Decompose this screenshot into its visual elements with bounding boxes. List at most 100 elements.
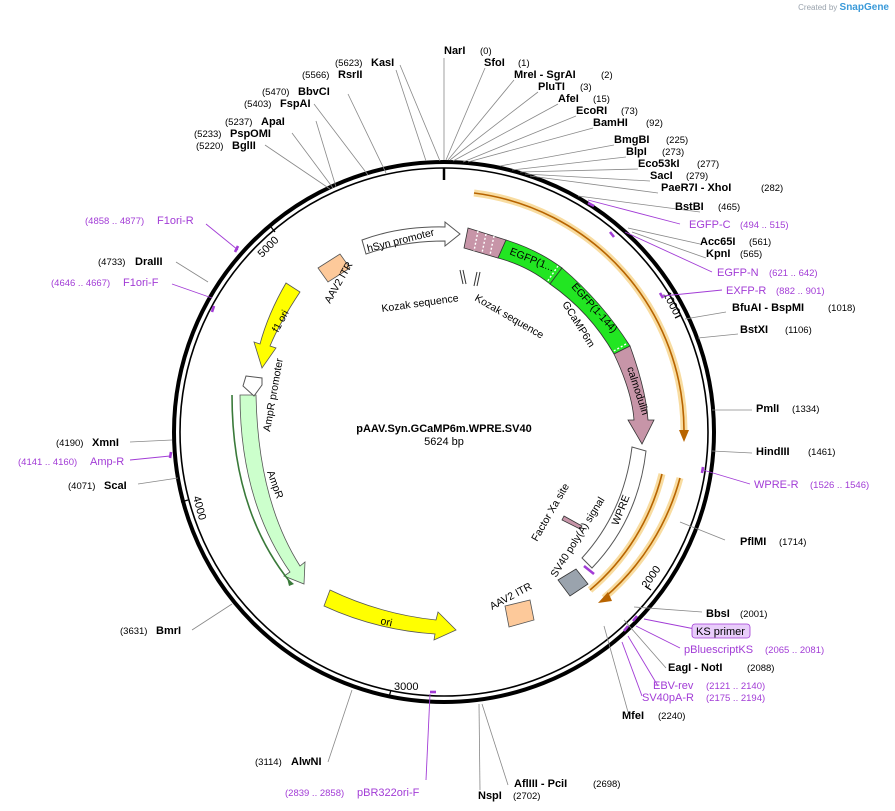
primer-egfp-n[interactable]: EGFP-N(621 .. 642) <box>717 267 818 279</box>
site-bstbi[interactable]: BstBI(465) <box>675 201 740 213</box>
primer-egfp-c[interactable]: EGFP-C(494 .. 515) <box>689 219 789 231</box>
primer-pbr322ori-f[interactable]: (2839 .. 2858)pBR322ori-F <box>285 787 420 799</box>
site-bamhi[interactable]: BamHI(92) <box>593 117 663 129</box>
primer-marks <box>168 201 705 694</box>
primer-ebv-rev[interactable]: EBV-rev (2121 .. 2140) <box>653 680 765 692</box>
site-bstxi[interactable]: BstXI(1106) <box>740 324 812 336</box>
svg-text:BmgBI: BmgBI <box>614 134 649 146</box>
site-saci[interactable]: SacI(279) <box>650 170 708 182</box>
svg-text:(277): (277) <box>697 159 719 170</box>
site-ecori[interactable]: EcoRI(73) <box>576 105 638 117</box>
svg-text:RsrII: RsrII <box>338 69 362 81</box>
svg-text:FspAI: FspAI <box>280 98 311 110</box>
site-draiii[interactable]: (4733) DraIII <box>98 256 163 268</box>
site-noti[interactable]: EagI - NotI(2088) <box>668 662 774 674</box>
site-nspi[interactable]: NspI (2702) <box>478 790 540 802</box>
svg-text:NspI: NspI <box>478 790 502 802</box>
feature-hsyn-promoter[interactable]: hSyn promoter <box>361 220 461 255</box>
site-hindiii[interactable]: HindIII(1461) <box>756 446 835 458</box>
svg-text:(882 .. 901): (882 .. 901) <box>776 286 825 297</box>
svg-text:AlwNI: AlwNI <box>291 756 322 768</box>
svg-text:(2839 .. 2858): (2839 .. 2858) <box>285 788 344 799</box>
svg-text:(2001): (2001) <box>740 609 767 620</box>
primer-leader-lines <box>129 199 751 781</box>
svg-text:(1526 .. 1546): (1526 .. 1546) <box>810 480 869 491</box>
svg-text:EBV-rev: EBV-rev <box>653 680 694 692</box>
svg-text:(2702): (2702) <box>513 791 540 802</box>
site-xhoi[interactable]: PaeR7I - XhoI(282) <box>661 182 783 194</box>
site-pmli[interactable]: PmlI(1334) <box>756 403 819 415</box>
primer-f1ori-r[interactable]: (4858 .. 4877)F1ori-R <box>85 215 194 227</box>
feature-itr-bottom[interactable]: AAV2 ITR <box>488 580 535 628</box>
svg-text:(5403): (5403) <box>244 99 271 110</box>
enzyme-labels: NarI(0) SfoI(1) MreI - SgrAI(2) PluTI(3)… <box>56 45 855 802</box>
svg-text:(621 .. 642): (621 .. 642) <box>769 268 818 279</box>
primer-amp-r[interactable]: (4141 .. 4160)Amp-R <box>18 456 124 468</box>
svg-text:BlpI: BlpI <box>626 146 647 158</box>
primer-sv40pa-r[interactable]: SV40pA-R(2175 .. 2194) <box>642 692 765 704</box>
snapgene-credit: Created by SnapGene <box>798 2 889 13</box>
tick-3000: 3000 <box>394 681 418 693</box>
primer-pbluescriptks[interactable]: pBluescriptKS(2065 .. 2081) <box>684 644 824 656</box>
site-pluti[interactable]: PluTI(3) <box>538 81 592 93</box>
feature-itr-top[interactable]: AAV2 ITR <box>317 253 356 306</box>
site-pcii[interactable]: AflIII - PciI(2698) <box>514 778 620 790</box>
site-eco53ki[interactable]: Eco53kI(277) <box>638 158 719 170</box>
site-kasi[interactable]: (5623)KasI <box>335 57 394 69</box>
site-alwni[interactable]: (3114)AlwNI <box>255 756 322 768</box>
site-pspomi[interactable]: (5233)PspOMI <box>194 128 271 140</box>
site-acc65i[interactable]: Acc65I(561) <box>700 236 771 248</box>
site-bglii[interactable]: (5220)BglII <box>196 140 256 152</box>
primer-exfp-r[interactable]: EXFP-R(882 .. 901) <box>726 285 825 297</box>
plasmid-length: 5624 bp <box>424 436 464 448</box>
primer-ks[interactable]: KS primer <box>691 623 751 639</box>
site-scai[interactable]: (4071)ScaI <box>68 480 127 492</box>
site-bmgbi[interactable]: BmgBI(225) <box>614 134 688 146</box>
site-mfei[interactable]: MfeI(2240) <box>622 710 685 722</box>
credit-text: Created by <box>798 3 838 12</box>
svg-text:(494 .. 515): (494 .. 515) <box>740 220 789 231</box>
site-rsrii[interactable]: (5566)RsrII <box>302 69 362 81</box>
svg-text:EagI - NotI: EagI - NotI <box>668 662 722 674</box>
svg-text:(92): (92) <box>646 118 663 129</box>
svg-text:(5623): (5623) <box>335 58 362 69</box>
site-bspmi[interactable]: BfuAI - BspMI(1018) <box>732 302 855 314</box>
site-sfoi[interactable]: SfoI(1) <box>484 57 530 69</box>
site-nari[interactable]: NarI(0) <box>444 45 492 57</box>
enzyme-leader-lines <box>129 58 753 791</box>
svg-text:(5237): (5237) <box>225 117 252 128</box>
feature-ori[interactable]: ori <box>323 589 457 641</box>
feature-f1-ori[interactable]: f1 ori <box>253 282 301 369</box>
feature-gcamp6m[interactable]: EGFP(1... EGFP(1-144) GCaMP6m calmodulin <box>463 227 655 445</box>
svg-text:(1714): (1714) <box>779 537 806 548</box>
site-fspai[interactable]: (5403) FspAI <box>244 98 311 110</box>
site-kpni[interactable]: KpnI(565) <box>706 248 762 260</box>
svg-text:(2121 .. 2140): (2121 .. 2140) <box>706 681 765 692</box>
site-blpi[interactable]: BlpI(273) <box>626 146 684 158</box>
svg-text:DraIII: DraIII <box>135 256 163 268</box>
svg-text:(1018): (1018) <box>828 303 855 314</box>
svg-text:(5470): (5470) <box>262 87 289 98</box>
svg-text:(4733): (4733) <box>98 257 125 268</box>
svg-text:BglII: BglII <box>232 140 256 152</box>
svg-text:SfoI: SfoI <box>484 57 505 69</box>
site-bbvci[interactable]: (5470)BbvCI <box>262 86 330 98</box>
tick-4000: 4000 <box>190 495 208 522</box>
svg-text:MfeI: MfeI <box>622 710 644 722</box>
svg-text:(4646 .. 4667): (4646 .. 4667) <box>51 278 110 289</box>
site-bmri[interactable]: (3631)BmrI <box>120 625 181 637</box>
svg-text:PflMI: PflMI <box>740 536 766 548</box>
site-bbsi[interactable]: BbsI (2001) <box>706 608 767 620</box>
site-apai[interactable]: (5237)ApaI <box>225 116 285 128</box>
svg-text:AfeI: AfeI <box>558 93 579 105</box>
site-xmni[interactable]: (4190)XmnI <box>56 437 119 449</box>
primer-f1ori-f[interactable]: (4646 .. 4667)F1ori-F <box>51 277 159 289</box>
site-srgai[interactable]: MreI - SgrAI(2) <box>514 69 613 81</box>
svg-text:BbsI: BbsI <box>706 608 730 620</box>
primer-wpre-r[interactable]: WPRE-R(1526 .. 1546) <box>754 479 869 491</box>
ori-label: ori <box>379 615 393 629</box>
site-afei[interactable]: AfeI(15) <box>558 93 610 105</box>
plasmid-name: pAAV.Syn.GCaMP6m.WPRE.SV40 <box>356 423 531 435</box>
site-pflmi[interactable]: PflMI (1714) <box>740 536 806 548</box>
svg-text:PaeR7I - XhoI: PaeR7I - XhoI <box>661 182 731 194</box>
